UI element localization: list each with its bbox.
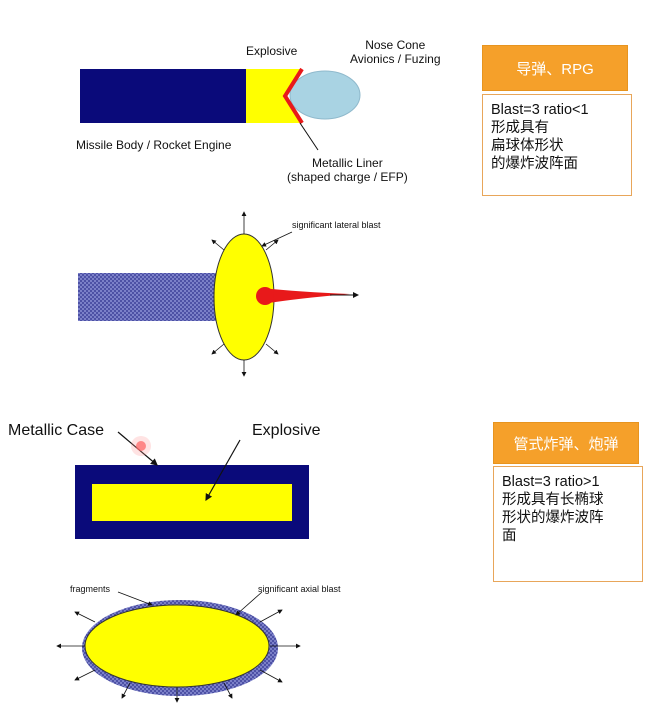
pipe-bomb-blast-diagram <box>56 591 301 703</box>
metallic-case-label: Metallic Case <box>8 422 105 439</box>
prolate-blast-front <box>84 604 270 688</box>
pipe-bomb-diagram <box>75 431 309 539</box>
explosive-fill <box>246 69 302 123</box>
note2-header: 管式炸弹、炮弹 <box>493 422 639 464</box>
bomb-explosive-label: Explosive <box>252 422 321 439</box>
nose-cone-label: Nose Cone Avionics / Fuzing <box>350 38 441 66</box>
nose-cone <box>289 70 361 120</box>
missile-body-hatched <box>78 273 228 321</box>
fragments-label: fragments <box>70 584 111 594</box>
missile-body <box>80 69 246 123</box>
jet-head <box>256 287 274 305</box>
bomb-explosive <box>92 484 292 521</box>
note2-text: Blast=3 ratio>1 形成具有长椭球 形状的爆炸波阵 面 <box>493 466 643 582</box>
missile-diagram <box>80 67 361 151</box>
missile-body-label: Missile Body / Rocket Engine <box>76 138 232 152</box>
jet-plume <box>262 288 350 304</box>
cursor-marker <box>136 441 146 451</box>
liner-leader <box>299 122 319 151</box>
metallic-liner <box>282 67 304 125</box>
note1-text: Blast=3 ratio<1 形成具有 扁球体形状 的爆炸波阵面 <box>482 94 632 196</box>
missile-blast-diagram <box>78 211 359 377</box>
lateral-blast-label: significant lateral blast <box>292 220 381 230</box>
missile-explosive-label: Explosive <box>246 44 298 58</box>
note1-header: 导弹、RPG <box>482 45 628 91</box>
metallic-liner-label: Metallic Liner (shaped charge / EFP) <box>287 156 408 184</box>
axial-blast-label: significant axial blast <box>258 584 341 594</box>
